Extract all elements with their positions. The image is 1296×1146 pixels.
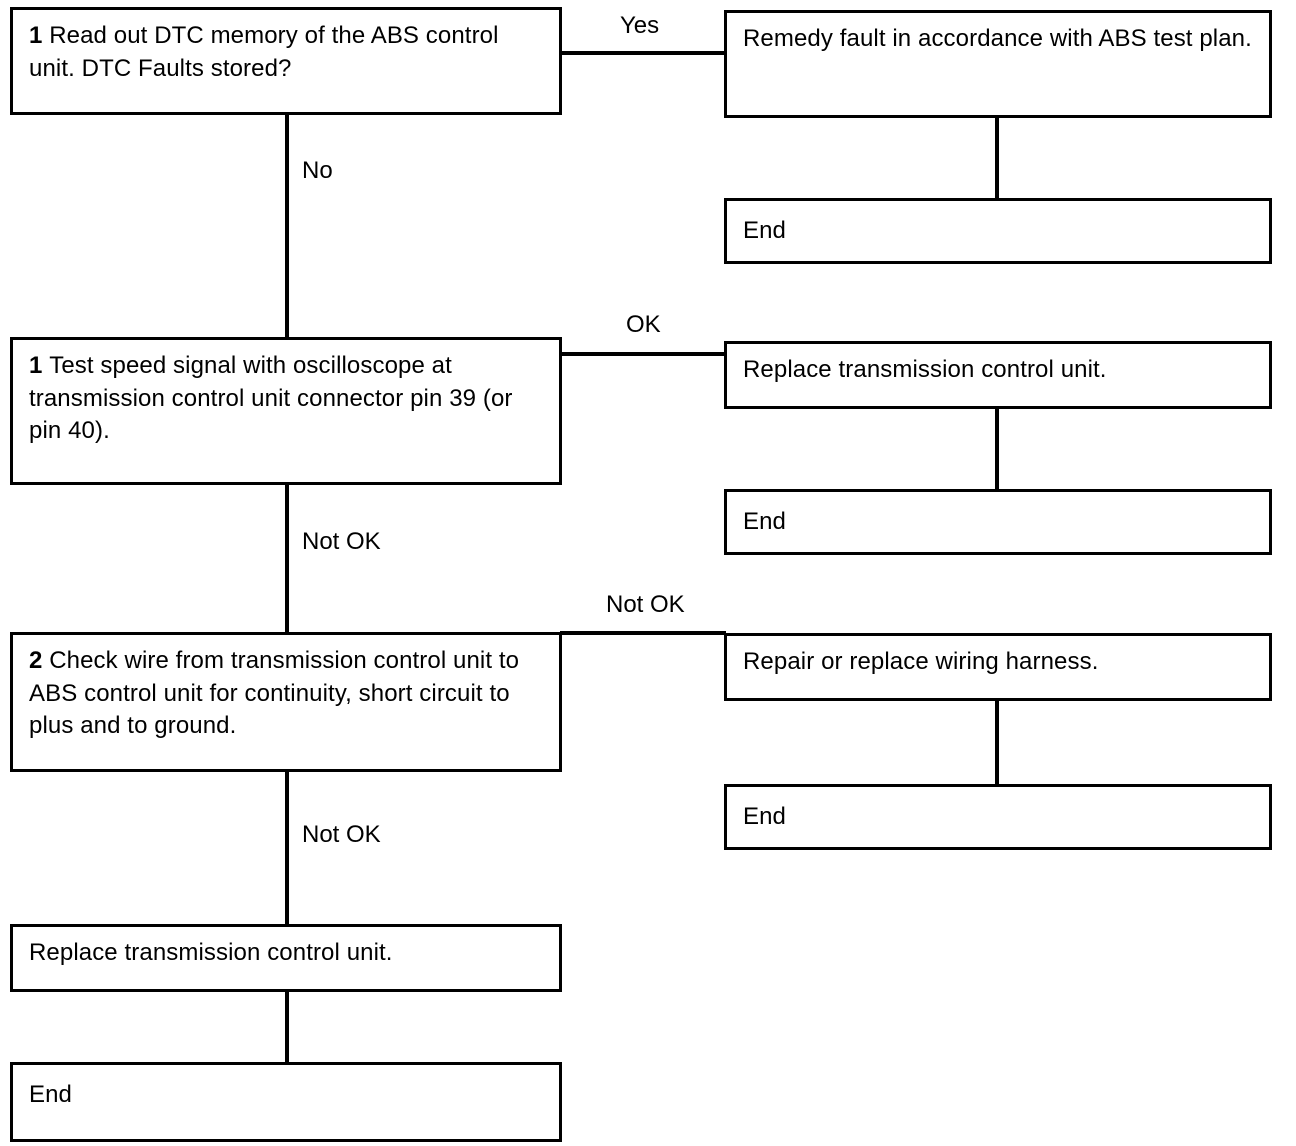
connector-repair-to-end3 — [995, 698, 999, 787]
node-step1-test-speed-signal[interactable]: 1 Test speed signal with oscilloscope at… — [10, 337, 562, 485]
connector-not-ok-2 — [285, 482, 289, 635]
node-text: Remedy fault in accordance with ABS test… — [743, 25, 1252, 52]
connector-yes-1 — [560, 51, 726, 55]
edge-label-yes-1: Yes — [620, 12, 660, 39]
connector-ok-2 — [560, 352, 726, 356]
node-text: End — [743, 508, 787, 535]
connector-replace1-to-end2 — [995, 406, 999, 492]
node-repair-harness[interactable]: Repair or replace wiring harness. — [724, 633, 1272, 701]
node-step2-check-wire[interactable]: 2 Check wire from transmission control u… — [10, 632, 562, 772]
node-text: Repair or replace wiring harness. — [743, 648, 1099, 675]
node-text: End — [29, 1081, 73, 1108]
connector-remedy-to-end1 — [995, 115, 999, 201]
node-step1-read-dtc[interactable]: 1 Read out DTC memory of the ABS control… — [10, 7, 562, 115]
node-text: Read out DTC memory of the ABS control u… — [29, 22, 499, 82]
node-text: Replace transmission control unit. — [29, 939, 393, 966]
edge-label-no-1: No — [302, 157, 333, 184]
node-text: Replace transmission control unit. — [743, 356, 1107, 383]
connector-not-ok-3 — [560, 631, 726, 635]
edge-label-not-ok-4: Not OK — [302, 821, 381, 848]
node-step-number: 2 — [29, 647, 50, 674]
node-end-4[interactable]: End — [10, 1062, 562, 1142]
node-end-2[interactable]: End — [724, 489, 1272, 555]
node-text: End — [743, 803, 787, 830]
edge-label-not-ok-2: Not OK — [302, 528, 381, 555]
node-replace-tcu-1[interactable]: Replace transmission control unit. — [724, 341, 1272, 409]
node-text: Check wire from transmission control uni… — [29, 647, 520, 740]
node-end-1[interactable]: End — [724, 198, 1272, 264]
node-end-3[interactable]: End — [724, 784, 1272, 850]
connector-replace2-to-end4 — [285, 989, 289, 1065]
node-step-number: 1 — [29, 22, 50, 49]
edge-label-ok-2: OK — [626, 311, 661, 338]
connector-not-ok-4 — [285, 769, 289, 927]
node-text: Test speed signal with oscilloscope at t… — [29, 352, 513, 445]
node-step-number: 1 — [29, 352, 50, 379]
node-text: End — [743, 217, 787, 244]
node-replace-tcu-2[interactable]: Replace transmission control unit. — [10, 924, 562, 992]
edge-label-not-ok-3: Not OK — [606, 591, 685, 618]
node-remedy-fault[interactable]: Remedy fault in accordance with ABS test… — [724, 10, 1272, 118]
connector-no-1 — [285, 112, 289, 340]
